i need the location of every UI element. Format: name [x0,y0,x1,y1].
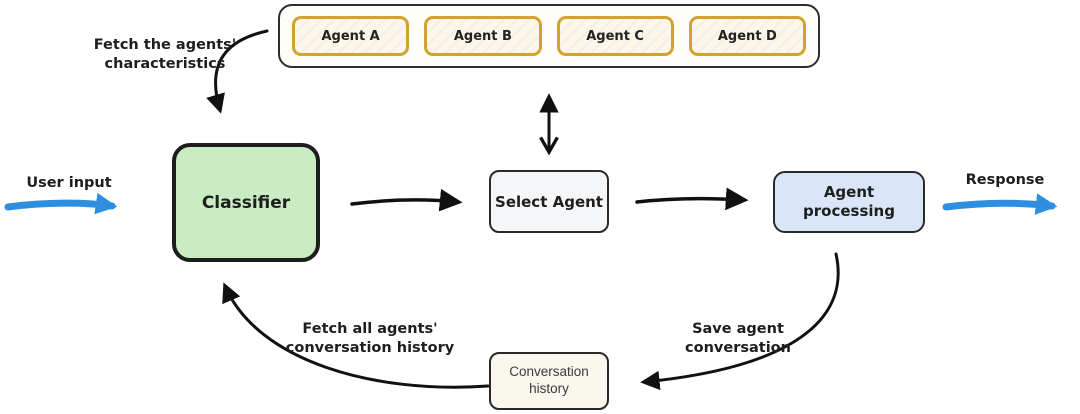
fetch-history-label: Fetch all agents' conversation history [285,321,455,356]
arrow-save-conversation [640,252,840,391]
fetch-characteristics-label: Fetch the agents' characteristics [93,37,237,72]
arrow-classifier-to-select [350,188,463,212]
user-input-label: User input [26,175,112,191]
agents-panel: Agent A Agent B Agent C Agent D [278,4,820,68]
agent-c-box: Agent C [556,16,674,56]
agent-d-label: Agent D [717,28,777,44]
save-conversation-label: Save agent conversation [685,321,791,356]
conversation-history-node: Conversation history [489,352,609,410]
agent-a-label: Agent A [321,28,380,44]
agent-processing-node: Agent processing [773,171,925,233]
arrow-select-to-processing [635,187,749,211]
agent-a-box: Agent A [292,16,410,56]
select-agent-node: Select Agent [489,170,609,233]
agent-c-label: Agent C [586,28,644,44]
agent-d-box: Agent D [688,16,806,56]
classifier-node: Classifier [172,143,320,262]
agent-b-box: Agent B [424,16,542,56]
agent-b-label: Agent B [453,28,512,44]
arrow-user-input [4,192,118,215]
arrow-response [942,193,1058,215]
response-label: Response [965,172,1045,188]
